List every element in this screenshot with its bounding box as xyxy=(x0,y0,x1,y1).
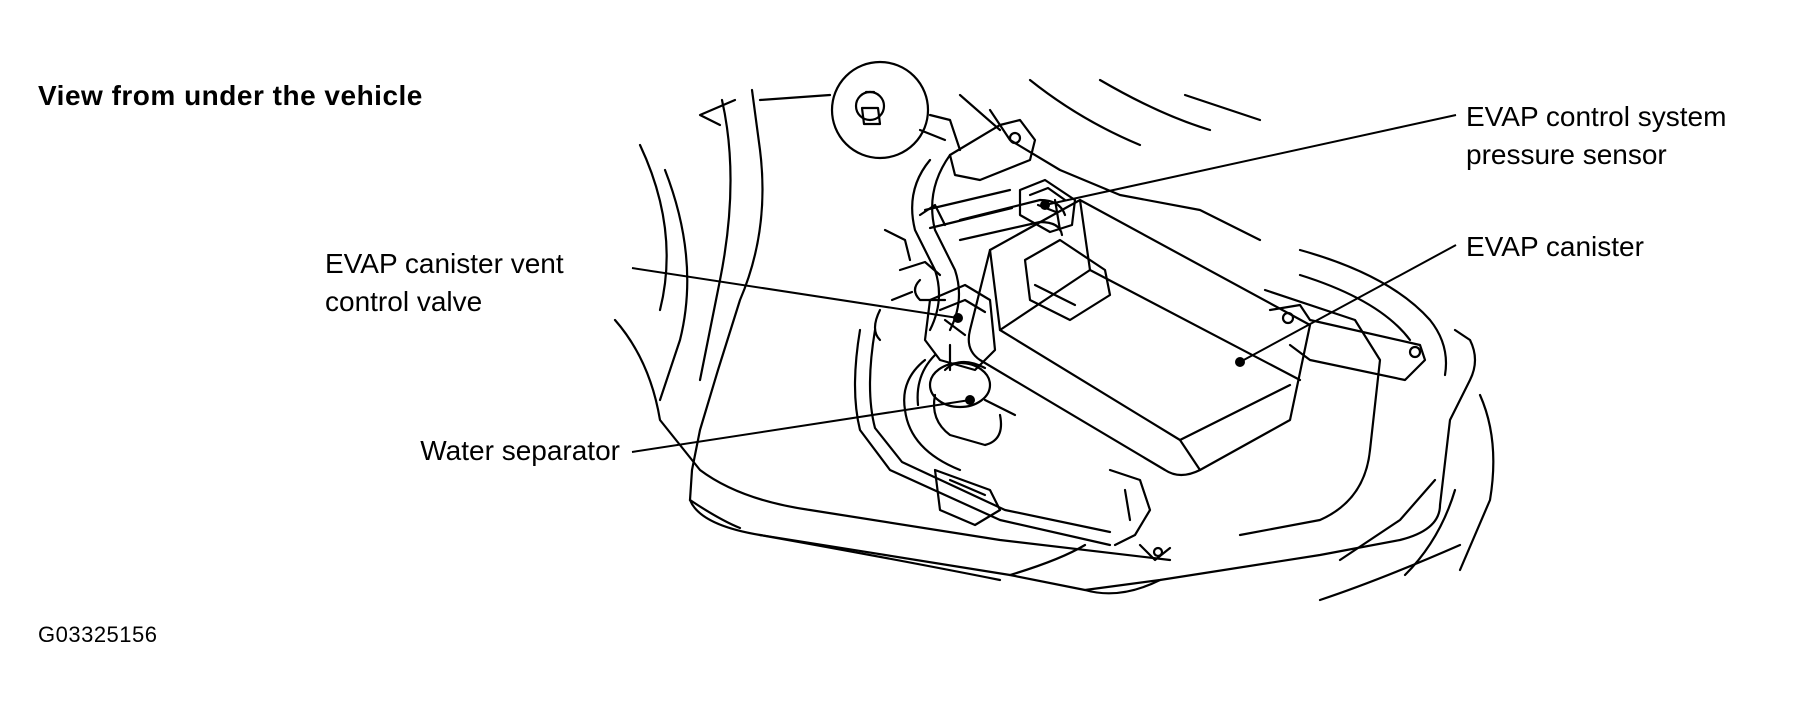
water-separator xyxy=(903,353,1017,472)
evap-hoses xyxy=(911,153,1067,332)
lower-pipes xyxy=(853,328,1172,562)
vent-control-valve xyxy=(873,228,997,372)
leader-water-separator xyxy=(631,399,971,453)
callout-canister-line-1: EVAP canister xyxy=(1466,231,1644,262)
leader-dot-pressure-sensor xyxy=(1040,200,1050,210)
callout-canister: EVAP canister xyxy=(1466,228,1644,266)
leader-canister xyxy=(1239,244,1457,363)
figure-code: G03325156 xyxy=(38,622,158,647)
callout-vent-valve-line-1: EVAP canister vent xyxy=(325,248,564,279)
leader-dot-water-separator xyxy=(965,395,975,405)
callout-pressure-sensor-line-1: EVAP control system xyxy=(1466,101,1727,132)
floor-pan-outline xyxy=(613,78,1495,602)
callout-water-separator: Water separator xyxy=(370,432,620,470)
callout-vent-valve-line-2: control valve xyxy=(325,286,483,317)
round-plug xyxy=(830,60,930,160)
callout-vent-valve: EVAP canister vent control valve xyxy=(325,245,564,321)
right-bracket xyxy=(1268,303,1427,382)
view-title: View from under the vehicle xyxy=(38,80,423,111)
evap-canister-body xyxy=(967,198,1312,477)
callout-pressure-sensor: EVAP control system pressure sensor xyxy=(1466,98,1726,174)
leader-dot-vent-valve xyxy=(953,313,963,323)
leader-dot-canister xyxy=(1235,357,1245,367)
leader-vent-valve xyxy=(631,267,959,319)
leader-pressure-sensor xyxy=(1044,114,1457,206)
mounting-bracket xyxy=(918,113,1037,182)
callout-pressure-sensor-line-2: pressure sensor xyxy=(1466,139,1667,170)
callout-water-separator-line-1: Water separator xyxy=(420,435,620,466)
